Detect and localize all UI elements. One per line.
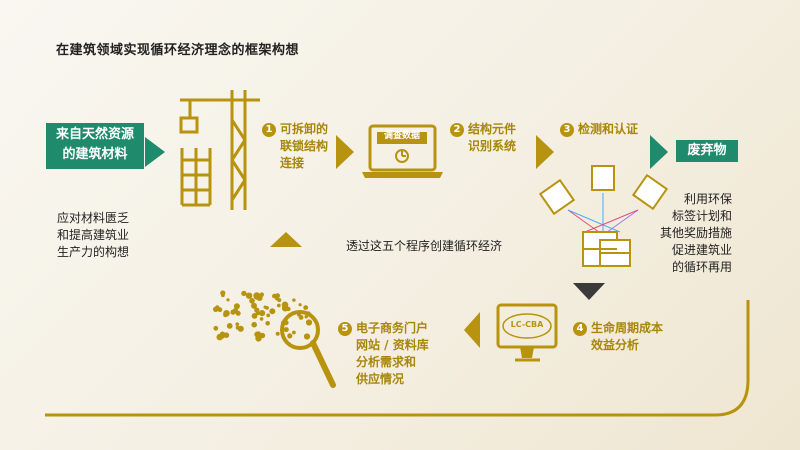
step-label: 电子商务门户	[356, 321, 428, 335]
particle-dot	[276, 332, 280, 336]
step-label: 结构元件	[468, 122, 516, 136]
particle-dot	[281, 321, 285, 325]
particle-dot	[241, 291, 246, 296]
step-label: 供应情况	[338, 371, 429, 388]
particle-dot	[213, 326, 218, 331]
step-label: 可拆卸的	[280, 122, 328, 136]
down-arrow	[573, 283, 605, 300]
gold-arrow-up	[270, 232, 302, 247]
particle-dot	[272, 294, 277, 299]
reuse-note-line: 的循环再用	[660, 259, 732, 276]
particle-dot	[234, 303, 240, 309]
step-number: 4	[573, 322, 587, 336]
particle-dot	[264, 306, 267, 309]
gold-arrow-2	[536, 135, 554, 169]
particle-dot	[265, 321, 270, 326]
step-number: 2	[450, 123, 464, 137]
particle-dot	[227, 323, 233, 329]
step-label: 联锁结构	[262, 138, 328, 155]
step-number: 5	[338, 322, 352, 336]
step-label: 识别系统	[450, 138, 516, 155]
step-number: 3	[560, 123, 574, 137]
laptop-label: 调查数据	[377, 130, 427, 142]
particle-dot	[254, 308, 259, 313]
particle-dot	[235, 322, 239, 326]
particle-dot	[287, 333, 292, 338]
particle-dot	[305, 315, 308, 318]
particle-dot	[299, 303, 302, 306]
step-label: 连接	[262, 155, 328, 172]
particle-dot	[226, 298, 229, 301]
particle-dot	[277, 298, 281, 302]
reuse-note-line: 利用环保	[660, 191, 732, 208]
particle-dot	[249, 298, 255, 304]
particle-dot	[224, 332, 230, 338]
step-4: 4 生命周期成本 效益分析	[573, 320, 663, 354]
particle-dot	[269, 308, 275, 314]
particle-dot	[260, 317, 264, 321]
source-note: 应对材料匮乏 和提高建筑业 生产力的构想	[57, 210, 129, 261]
step-label: 效益分析	[573, 337, 663, 354]
step-label: 网站 / 资料库	[338, 337, 429, 354]
reuse-note-line: 标签计划和	[660, 208, 732, 225]
step-label: 生命周期成本	[591, 321, 663, 335]
particle-dot	[223, 313, 228, 318]
source-box-line2: 的建筑材料	[46, 145, 144, 165]
source-box: 来自天然资源 的建筑材料	[46, 123, 144, 169]
gold-arrow-1	[336, 135, 354, 169]
particle-dot	[299, 315, 304, 320]
particle-dot	[307, 322, 311, 326]
source-box-line1: 来自天然资源	[46, 125, 144, 145]
green-arrow-waste	[650, 135, 668, 169]
center-caption: 透过这五个程序创建循环经济	[346, 238, 502, 255]
step-label: 分析需求和	[338, 354, 429, 371]
particle-dot	[307, 311, 311, 315]
particle-dot	[282, 305, 289, 312]
particle-dot	[251, 322, 257, 328]
scanner-icon	[540, 166, 666, 266]
particle-dot	[253, 292, 260, 299]
step-5: 5 电子商务门户 网站 / 资料库 分析需求和 供应情况	[338, 320, 429, 388]
particle-dot	[266, 314, 270, 318]
step-number: 1	[262, 123, 276, 137]
magnifier-icon	[213, 290, 333, 385]
step-label: 检测和认证	[578, 122, 638, 136]
reuse-note-line: 其他奖励措施	[660, 225, 732, 242]
particle-dot	[292, 331, 296, 335]
page-title: 在建筑领域实现循环经济理念的框架构想	[56, 39, 299, 58]
particle-dot	[304, 333, 310, 339]
waste-box: 废弃物	[676, 140, 738, 162]
monitor-icon	[498, 305, 556, 360]
reuse-note: 利用环保 标签计划和 其他奖励措施 促进建筑业 的循环再用	[660, 191, 732, 276]
step-2: 2 结构元件 识别系统	[450, 121, 516, 155]
monitor-label: LC-CBA	[510, 320, 544, 329]
source-note-line: 应对材料匮乏	[57, 210, 129, 227]
gold-arrow-left	[464, 312, 480, 348]
source-note-line: 生产力的构想	[57, 244, 129, 261]
source-note-line: 和提高建筑业	[57, 227, 129, 244]
reuse-note-line: 促进建筑业	[660, 242, 732, 259]
particle-dot	[303, 305, 308, 310]
particle-dot	[284, 327, 289, 332]
particle-dot	[221, 293, 225, 297]
particle-dot	[218, 307, 223, 312]
particle-dot	[254, 332, 260, 338]
particle-dot	[252, 313, 258, 319]
particle-dot	[277, 304, 281, 308]
step-3: 3 检测和认证	[560, 121, 638, 138]
crane-icon	[180, 90, 260, 210]
particle-dot	[246, 293, 252, 299]
step-1: 1 可拆卸的 联锁结构 连接	[262, 121, 328, 172]
particle-dot	[292, 298, 295, 301]
particle-dot	[238, 326, 244, 332]
particle-dot	[259, 310, 265, 316]
green-arrow-right	[145, 137, 165, 167]
